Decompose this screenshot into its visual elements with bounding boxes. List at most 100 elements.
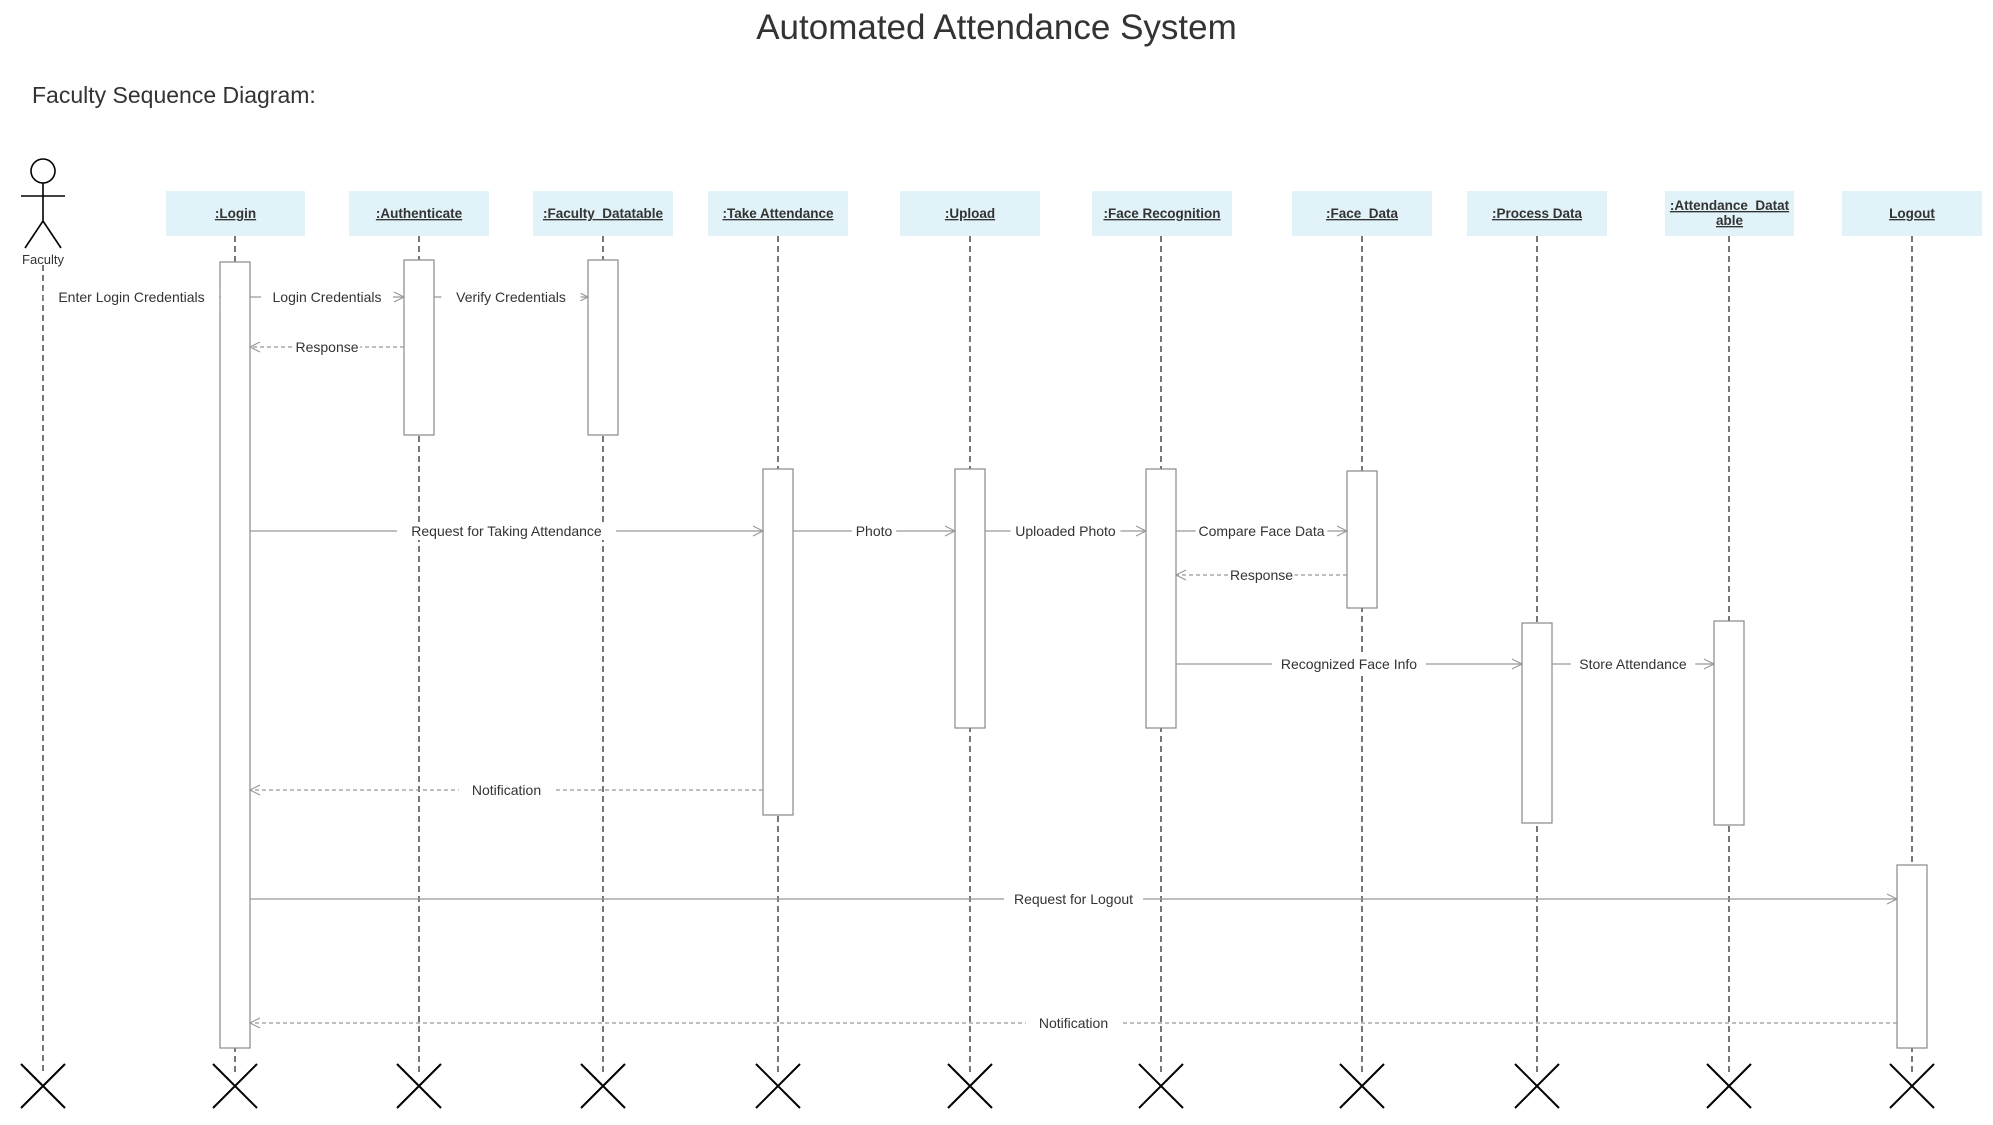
actor-head [30,158,56,184]
lifeline-header-logout [1842,191,1982,236]
message-1: Login Credentials [250,288,404,306]
message-label: Notification [1039,1015,1108,1031]
destroy-icon-logout [1889,1063,1935,1109]
message-3: Response [250,338,404,356]
activation-bar-login [219,261,251,1049]
message-2: Verify Credentials [434,288,588,306]
message-label-bg [396,522,617,540]
destroy-stroke [396,1063,442,1109]
message-6: Uploaded Photo [985,522,1146,540]
message-label-bg [1195,522,1328,540]
destroy-stroke [1514,1063,1560,1109]
message-5: Photo [793,522,955,540]
lifeline-label-process-data: :Process Data [1492,206,1583,221]
message-label-bg [261,288,393,306]
message-9: Recognized Face Info [1176,655,1522,673]
message-label-bg [1010,522,1121,540]
diagram-subtitle: Faculty Sequence Diagram: [32,82,316,108]
activation-bar-attendance-datatable [1713,620,1745,826]
faculty-actor-icon [21,158,65,249]
message-11: Notification [250,781,763,799]
message-label: Uploaded Photo [1015,523,1116,539]
message-label: Response [1230,567,1293,583]
lifeline-label-logout: Logout [1889,206,1935,221]
message-7: Compare Face Data [1176,522,1347,540]
lifeline-header-face-recognition [1092,191,1232,236]
destroy-icon-authenticate [396,1063,442,1109]
lifeline-header-attendance-datatable [1665,191,1794,236]
diagram-title: Automated Attendance System [756,8,1237,47]
activation-bar-process-data [1521,622,1553,824]
destroy-stroke [1138,1063,1184,1109]
message-label-bg [1570,655,1696,673]
message-label: Login Credentials [273,289,382,305]
activation-bar-faculty-datatable [587,259,619,436]
message-label: Store Attendance [1579,656,1687,672]
lifeline-label-face-recognition: :Face Recognition [1103,206,1220,221]
activation-bar-face-data [1346,470,1378,609]
activation-bar-upload [954,468,986,729]
lifeline-header-upload [900,191,1040,236]
destroy-icon-faculty [20,1063,66,1109]
message-label-bg [1272,655,1426,673]
lifeline-label-authenticate: :Authenticate [376,206,463,221]
destroy-icon-process-data [1514,1063,1560,1109]
destroy-icon-login [212,1063,258,1109]
destroy-icon-faculty-datatable [580,1063,626,1109]
lifeline-header-process-data [1467,191,1607,236]
activation-bar-face-recognition [1145,468,1177,729]
lifeline-label-faculty-datatable: :Faculty_Datatable [543,206,664,221]
message-label: Request for Logout [1014,891,1133,907]
message-label-bg [851,522,897,540]
lifeline-label-attendance-datatable: able [1716,213,1744,228]
activation-bar-authenticate [403,259,435,436]
destroy-stroke [755,1063,801,1109]
lifeline-header-authenticate [349,191,489,236]
lifeline-label-login: :Login [215,206,256,221]
lifeline-label-upload: :Upload [945,206,995,221]
lifeline-label-take-attendance: :Take Attendance [722,206,834,221]
actor-label: Faculty [22,252,64,267]
destroy-icon-face-data [1339,1063,1385,1109]
message-label-bg [441,288,581,306]
message-4: Request for Taking Attendance [250,522,763,540]
destroy-icon-take-attendance [755,1063,801,1109]
lifeline-header-faculty-datatable [533,191,673,236]
lifeline-header-face-data [1292,191,1432,236]
message-8: Response [1176,566,1347,584]
destroy-stroke [1706,1063,1752,1109]
message-label: Enter Login Credentials [58,289,204,305]
message-label-bg [1228,566,1295,584]
lifeline-header-take-attendance [708,191,848,236]
message-13: Notification [250,1014,1897,1032]
destroy-stroke [580,1063,626,1109]
destroy-icon-face-recognition [1138,1063,1184,1109]
message-label: Compare Face Data [1198,523,1324,539]
destroy-stroke [20,1063,66,1109]
message-label: Response [295,339,358,355]
message-label: Verify Credentials [456,289,566,305]
message-12: Request for Logout [250,890,1897,908]
message-label: Request for Taking Attendance [411,523,602,539]
destroy-icon-attendance-datatable [1706,1063,1752,1109]
message-10: Store Attendance [1552,655,1714,673]
message-0: Enter Login Credentials [43,288,220,306]
lifeline-header-login [166,191,305,236]
activation-bar-take-attendance [762,468,794,816]
message-label: Photo [856,523,893,539]
message-label-bg [1003,890,1144,908]
actor-right-leg [42,220,62,249]
destroy-stroke [1889,1063,1935,1109]
lifeline-label-face-data: :Face_Data [1326,206,1399,221]
destroy-stroke [947,1063,993,1109]
message-label-bg [458,781,555,799]
message-label-bg [43,288,220,306]
message-label-bg [293,338,361,356]
message-label: Recognized Face Info [1281,656,1417,672]
actor-left-leg [24,220,44,249]
lifeline-label-attendance-datatable: :Attendance_Datat [1670,198,1790,213]
destroy-icon-upload [947,1063,993,1109]
message-label-bg [1025,1014,1122,1032]
activation-bar-logout [1896,864,1928,1049]
